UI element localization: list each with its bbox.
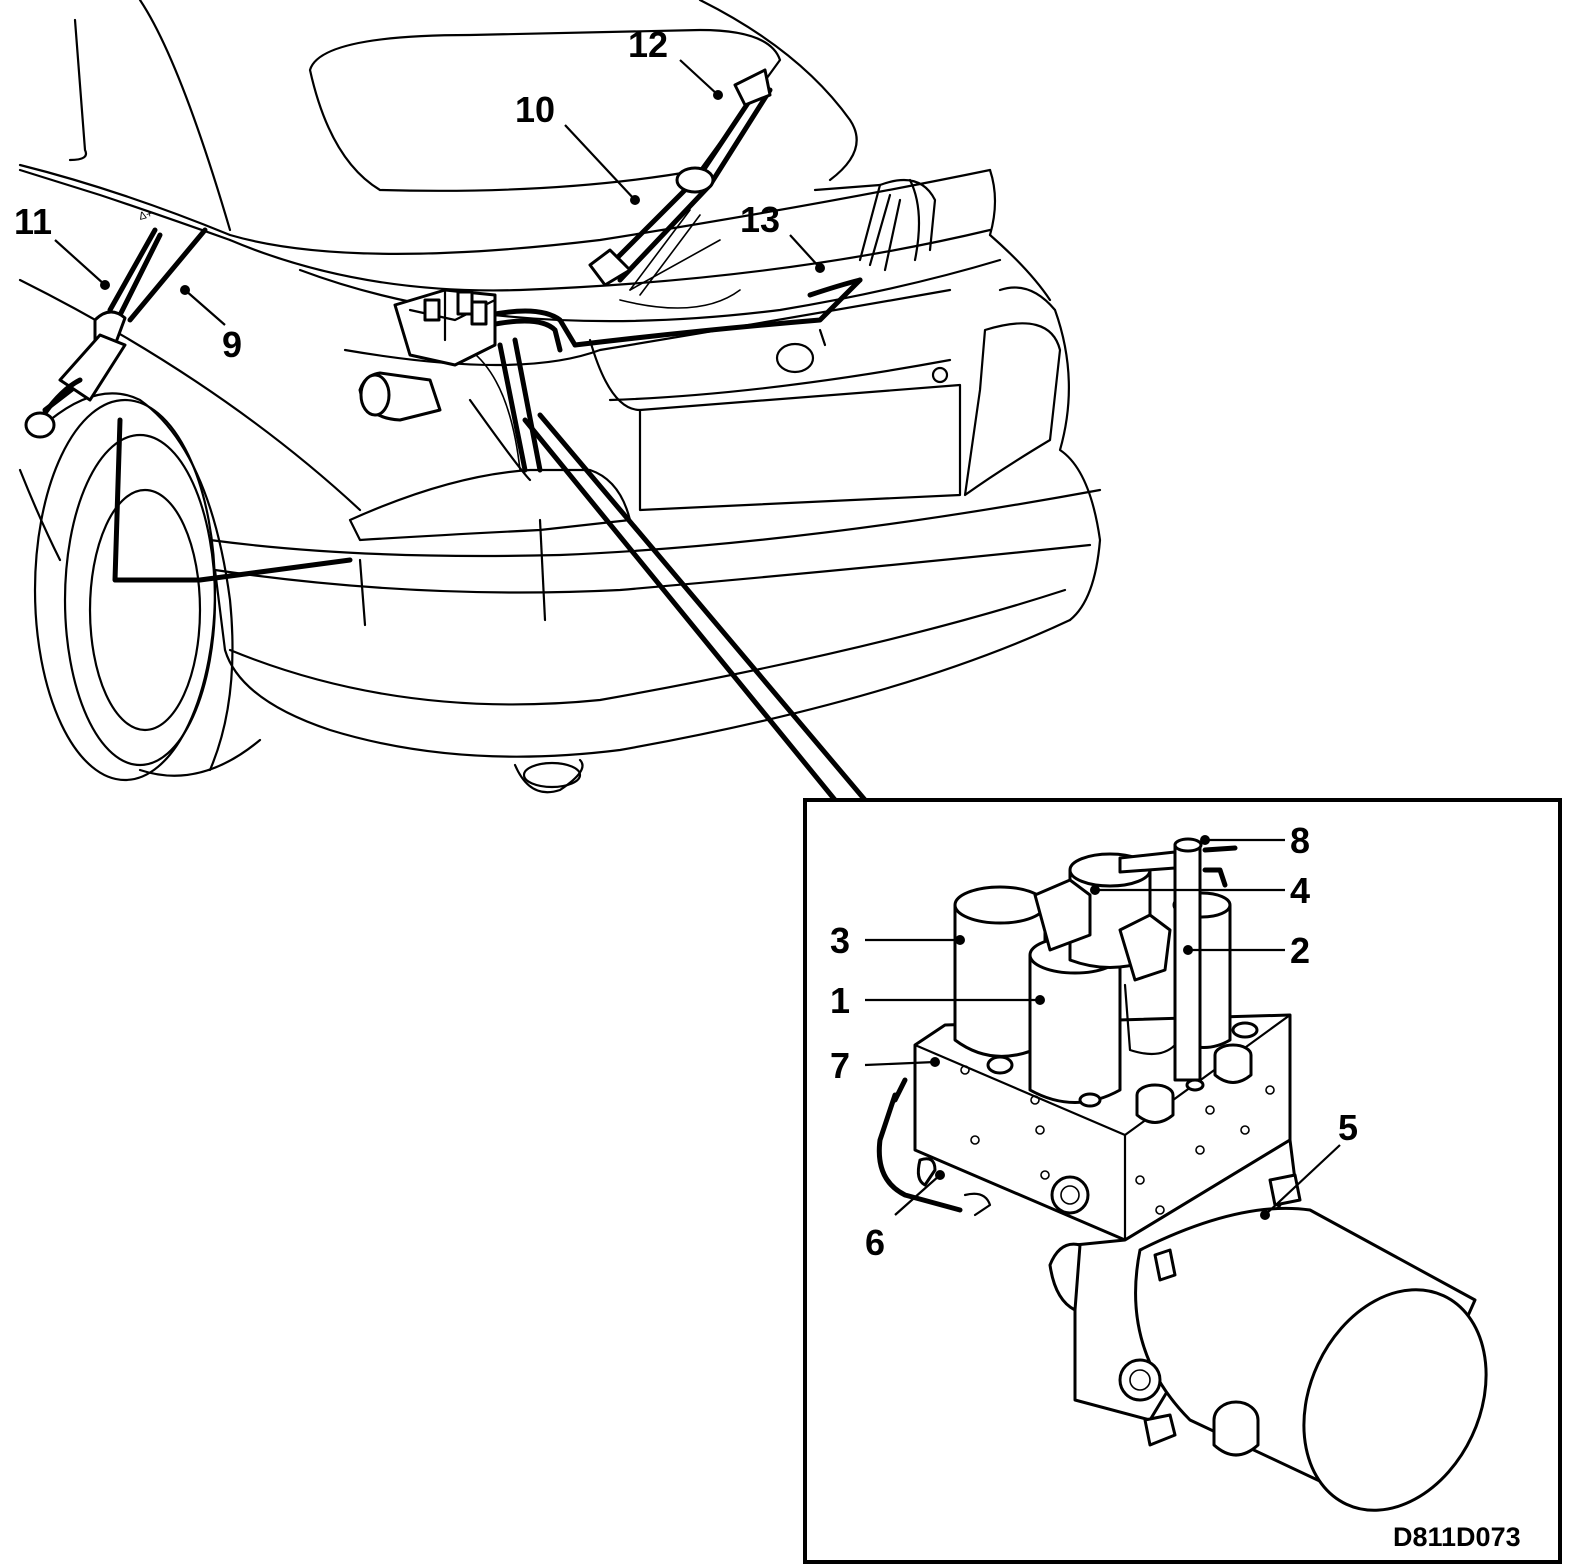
callout-2: 2 bbox=[1290, 930, 1310, 971]
callout-11: 11 bbox=[14, 201, 52, 242]
detail-pointer bbox=[522, 412, 868, 803]
callout-6: 6 bbox=[865, 1222, 885, 1263]
callout-9: 9 bbox=[222, 324, 242, 365]
reference-code: D811D073 bbox=[1393, 1522, 1521, 1552]
pump-motor bbox=[1048, 1138, 1488, 1512]
callout-4: 4 bbox=[1290, 870, 1310, 911]
callout-3: 3 bbox=[830, 920, 850, 961]
leader-lines bbox=[54, 59, 1341, 1220]
fittings bbox=[986, 1021, 1259, 1124]
callout-10: 10 bbox=[515, 89, 555, 130]
upper-arm bbox=[588, 68, 773, 296]
pump-unit-on-car bbox=[358, 288, 497, 422]
callout-12: 12 bbox=[628, 24, 668, 65]
callout-7: 7 bbox=[830, 1045, 850, 1086]
callout-labels: 11 9 10 12 13 8 4 2 3 1 7 5 6 D811D073 bbox=[14, 24, 1521, 1552]
callout-13: 13 bbox=[740, 199, 780, 240]
block-ports bbox=[960, 1065, 1275, 1215]
right-hinge bbox=[807, 178, 937, 347]
left-hinge-arm: Δ+ bbox=[24, 208, 208, 439]
callout-5: 5 bbox=[1338, 1107, 1358, 1148]
callout-1: 1 bbox=[830, 980, 850, 1021]
svg-text:Δ+: Δ+ bbox=[138, 208, 154, 223]
mounting-bracket bbox=[876, 1077, 992, 1217]
callout-8: 8 bbox=[1290, 820, 1310, 861]
car-rear-view bbox=[18, 0, 1102, 794]
detail-inset bbox=[803, 798, 1562, 1564]
